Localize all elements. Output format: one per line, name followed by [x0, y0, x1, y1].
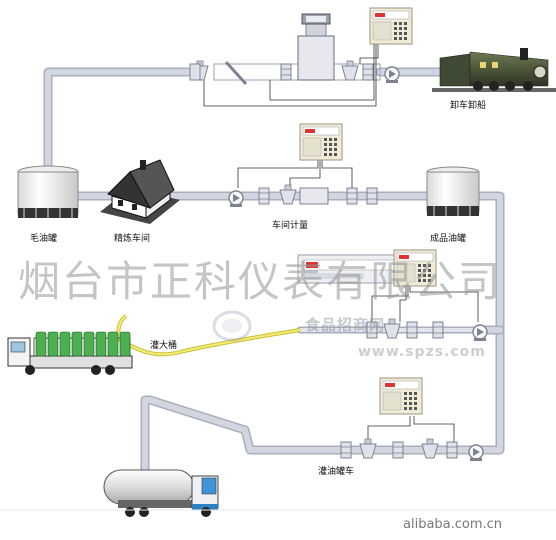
watermark-logo-icon	[212, 310, 252, 342]
top-flowmeter-assembly	[189, 13, 400, 86]
label-raw-oil-tank: 毛油罐	[30, 234, 58, 244]
label-unload: 卸车卸船	[450, 101, 487, 111]
site-watermark-url: www.spzs.com	[358, 344, 486, 360]
meter-panel-barrel	[297, 249, 437, 287]
label-refinery: 精炼车间	[114, 234, 151, 244]
label-barrel-fill: 灌大桶	[150, 341, 178, 351]
meter-panel-unload	[369, 7, 413, 45]
label-workshop-meter: 车间计量	[272, 221, 309, 231]
tanker-truck-icon	[103, 469, 219, 517]
barrel-truck-icon	[7, 331, 133, 375]
site-watermark-cn: 食品招商网	[305, 316, 386, 334]
signal-wires	[203, 44, 479, 442]
raw-oil-tank-icon	[17, 165, 79, 218]
footer-source: alibaba.com.cn	[403, 517, 503, 532]
company-watermark: 烟台市正科仪表有限公司	[18, 257, 503, 306]
product-oil-tank-icon	[426, 166, 480, 216]
meter-panel-workshop	[299, 123, 343, 161]
workshop-flowmeter-assembly	[228, 184, 378, 208]
meter-panel-tanker	[379, 377, 423, 415]
label-product-oil-tank: 成品油罐	[430, 234, 467, 244]
refinery-building-icon	[100, 159, 180, 224]
locomotive-icon	[432, 48, 556, 92]
label-tanker-fill: 灌油罐车	[318, 467, 355, 477]
